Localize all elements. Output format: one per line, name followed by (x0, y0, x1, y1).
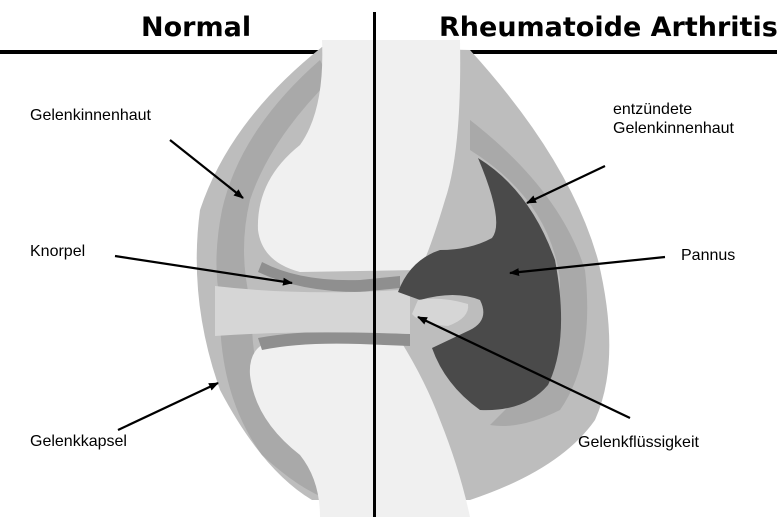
header-ra-title: Rheumatoide Arthritis (439, 14, 777, 41)
center-divider (373, 12, 376, 517)
label-synovium: Gelenkinnenhaut (30, 106, 151, 125)
label-cartilage: Knorpel (30, 242, 85, 261)
capsule-arrow (118, 383, 218, 430)
label-joint-capsule: Gelenkkapsel (30, 432, 127, 451)
label-synovial-fluid: Gelenkflüssigkeit (578, 433, 699, 452)
label-inflamed-synovium-1: entzündete (613, 100, 692, 119)
upper-bone (258, 40, 460, 272)
header-normal-title: Normal (141, 14, 251, 41)
label-inflamed-synovium-2: Gelenkinnenhaut (613, 119, 734, 138)
joint-space (215, 286, 410, 336)
label-pannus: Pannus (681, 246, 735, 265)
